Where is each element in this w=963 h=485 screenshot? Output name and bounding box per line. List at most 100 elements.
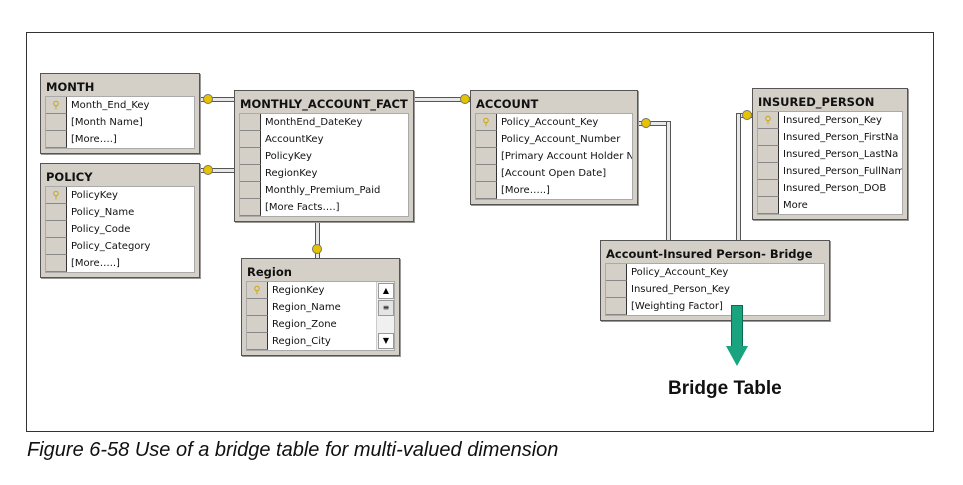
column-list: ⚲Month_End_Key [Month Name] [More….] (45, 96, 195, 149)
key-icon: ⚲ (46, 97, 67, 114)
scrollbar[interactable]: ▲≡ ▼ (376, 282, 394, 350)
column-name: Policy_Code (71, 224, 131, 235)
column-row[interactable]: [Weighting Factor] (606, 298, 824, 315)
column-name: Region_City (272, 336, 331, 347)
bridge-table-label: Bridge Table (668, 378, 782, 399)
column-row[interactable]: Region_City (247, 333, 394, 350)
column-name: RegionKey (272, 285, 325, 296)
column-row[interactable]: [Primary Account Holder Na (476, 148, 632, 165)
column-name: Policy_Account_Key (501, 117, 599, 128)
column-name: Monthly_Premium_Paid (265, 185, 381, 196)
key-icon (312, 244, 322, 254)
column-name: Insured_Person_Key (783, 115, 882, 126)
column-row[interactable]: AccountKey (240, 131, 408, 148)
column-row[interactable]: Insured_Person_Key (606, 281, 824, 298)
column-name: [Account Open Date] (501, 168, 607, 179)
column-row[interactable]: ⚲PolicyKey (46, 187, 194, 204)
row-selector (758, 197, 779, 214)
row-selector (46, 204, 67, 221)
column-row[interactable]: ⚲ RegionKey (247, 282, 394, 299)
row-selector (46, 238, 67, 255)
column-row[interactable]: ⚲ Policy_Account_Key (476, 114, 632, 131)
column-name: [More…..] (71, 258, 120, 269)
relationship-account-bridge-v (666, 121, 671, 242)
table-title: Region (247, 265, 292, 279)
column-row[interactable]: Policy_Code (46, 221, 194, 238)
row-selector (46, 221, 67, 238)
column-row[interactable]: More (758, 197, 902, 214)
column-row[interactable]: [More…..] (46, 255, 194, 272)
column-row[interactable]: [More Facts….] (240, 199, 408, 216)
column-name: PolicyKey (265, 151, 312, 162)
column-name: [More…..] (501, 185, 550, 196)
table-title: POLICY (46, 170, 93, 184)
key-icon: ⚲ (247, 282, 268, 299)
column-name: [Month Name] (71, 117, 143, 128)
table-title: INSURED_PERSON (758, 95, 875, 109)
column-row[interactable]: Region_Name (247, 299, 394, 316)
column-name: RegionKey (265, 168, 318, 179)
column-row[interactable]: Policy_Account_Key (606, 264, 824, 281)
column-row[interactable]: ⚲Insured_Person_Key (758, 112, 902, 129)
scroll-thumb[interactable]: ≡ (378, 300, 394, 316)
row-selector (476, 131, 497, 148)
column-row[interactable]: Policy_Account_Number (476, 131, 632, 148)
row-selector (758, 163, 779, 180)
column-name: Insured_Person_LastNa (783, 149, 899, 160)
column-row[interactable]: Insured_Person_FullNam (758, 163, 902, 180)
column-row[interactable]: Monthly_Premium_Paid (240, 182, 408, 199)
table-month[interactable]: MONTH ⚲Month_End_Key [Month Name] [More….] (40, 73, 200, 154)
column-row[interactable]: MonthEnd_DateKey (240, 114, 408, 131)
column-name: Insured_Person_Key (631, 284, 730, 295)
column-name: MonthEnd_DateKey (265, 117, 363, 128)
column-row[interactable]: Insured_Person_LastNa (758, 146, 902, 163)
column-row[interactable]: Insured_Person_FirstNa (758, 129, 902, 146)
column-row[interactable]: ⚲Month_End_Key (46, 97, 194, 114)
figure-caption: Figure 6-58 Use of a bridge table for mu… (27, 439, 559, 461)
table-title: ACCOUNT (476, 97, 539, 111)
scroll-down-icon[interactable]: ▼ (378, 333, 394, 349)
row-selector (247, 333, 268, 350)
column-name: [More….] (71, 134, 117, 145)
column-row[interactable]: PolicyKey (240, 148, 408, 165)
column-row[interactable]: [More…..] (476, 182, 632, 199)
relationship-insured-bridge-v (736, 113, 741, 242)
row-selector (240, 165, 261, 182)
row-selector (240, 131, 261, 148)
column-row[interactable]: [Month Name] (46, 114, 194, 131)
column-row[interactable]: [More….] (46, 131, 194, 148)
column-row[interactable]: [Account Open Date] (476, 165, 632, 182)
column-row[interactable]: Policy_Name (46, 204, 194, 221)
column-row[interactable]: Insured_Person_DOB (758, 180, 902, 197)
row-selector (606, 264, 627, 281)
row-selector (46, 131, 67, 148)
column-row[interactable]: Policy_Category (46, 238, 194, 255)
column-name: Insured_Person_FirstNa (783, 132, 899, 143)
column-name: Region_Name (272, 302, 341, 313)
column-name: Policy_Name (71, 207, 135, 218)
row-selector (240, 148, 261, 165)
column-row[interactable]: Region_Zone (247, 316, 394, 333)
key-icon: ⚲ (46, 187, 67, 204)
column-name: [Weighting Factor] (631, 301, 723, 312)
scroll-up-icon[interactable]: ▲ (378, 283, 394, 299)
key-icon (460, 94, 470, 104)
column-row[interactable]: RegionKey (240, 165, 408, 182)
row-selector (758, 180, 779, 197)
row-selector (240, 199, 261, 216)
key-icon: ⚲ (476, 114, 497, 131)
table-title: MONTH (46, 80, 95, 94)
key-icon (641, 118, 651, 128)
column-name: More (783, 200, 808, 211)
row-selector (240, 182, 261, 199)
